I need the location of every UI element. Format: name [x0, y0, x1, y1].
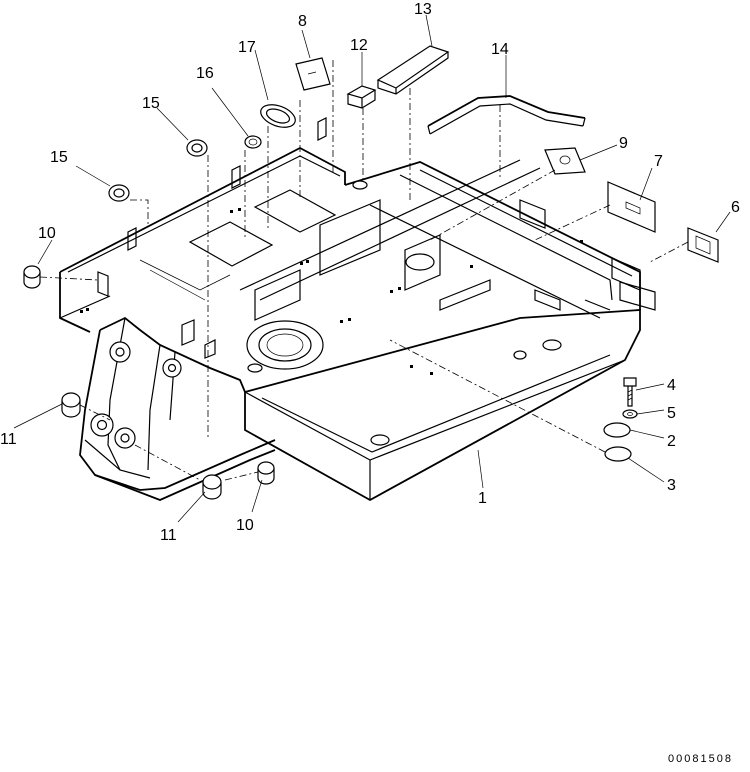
- callout-10b: 10: [236, 517, 254, 534]
- part-9-plate: [544, 147, 586, 175]
- callout-6: 6: [731, 199, 740, 216]
- part-11-bushing-b: [202, 474, 222, 500]
- part-2-cover: [603, 422, 631, 438]
- callout-17: 17: [238, 39, 256, 56]
- callout-3: 3: [667, 477, 676, 494]
- assembly-lines: [39, 60, 689, 481]
- callout-9: 9: [619, 135, 628, 152]
- part-3-cover: [604, 446, 632, 462]
- part-10-bushing-a: [23, 265, 41, 289]
- callout-15b: 15: [50, 149, 68, 166]
- leader-lines: [13, 14, 731, 523]
- part-17-grommet: [260, 104, 296, 128]
- part-6-plate: [687, 227, 719, 263]
- callout-10a: 10: [38, 225, 56, 242]
- document-number: 00081508: [668, 753, 733, 765]
- callout-12: 12: [350, 37, 368, 54]
- callout-11a: 11: [0, 431, 17, 448]
- part-7-plate: [607, 181, 656, 233]
- callout-labels: 1 2 3 4 5 6 7 8 9 10 10 11 11 12 13 14 1…: [0, 1, 740, 544]
- part-4-bolt: [623, 377, 637, 407]
- revolving-frame: [59, 117, 656, 502]
- part-15-seal-b: [108, 184, 130, 202]
- part-15-seal-a: [186, 139, 208, 157]
- callout-2: 2: [667, 433, 676, 450]
- part-14-rod: [427, 95, 586, 127]
- part-8-plate: [295, 57, 331, 91]
- part-10-bushing-b: [257, 461, 275, 485]
- part-12-block: [346, 85, 377, 99]
- callout-14: 14: [491, 41, 509, 58]
- callout-13: 13: [414, 1, 432, 18]
- callout-1: 1: [478, 490, 487, 507]
- part-16-ring: [244, 135, 262, 149]
- callout-11b: 11: [160, 527, 177, 544]
- callout-8: 8: [298, 13, 307, 30]
- part-11-bushing-a: [61, 392, 81, 418]
- part-5-washer: [622, 409, 638, 419]
- callout-16: 16: [196, 65, 214, 82]
- callout-15a: 15: [142, 95, 160, 112]
- callout-7: 7: [654, 153, 663, 170]
- callout-4: 4: [667, 377, 676, 394]
- callout-5: 5: [667, 405, 676, 422]
